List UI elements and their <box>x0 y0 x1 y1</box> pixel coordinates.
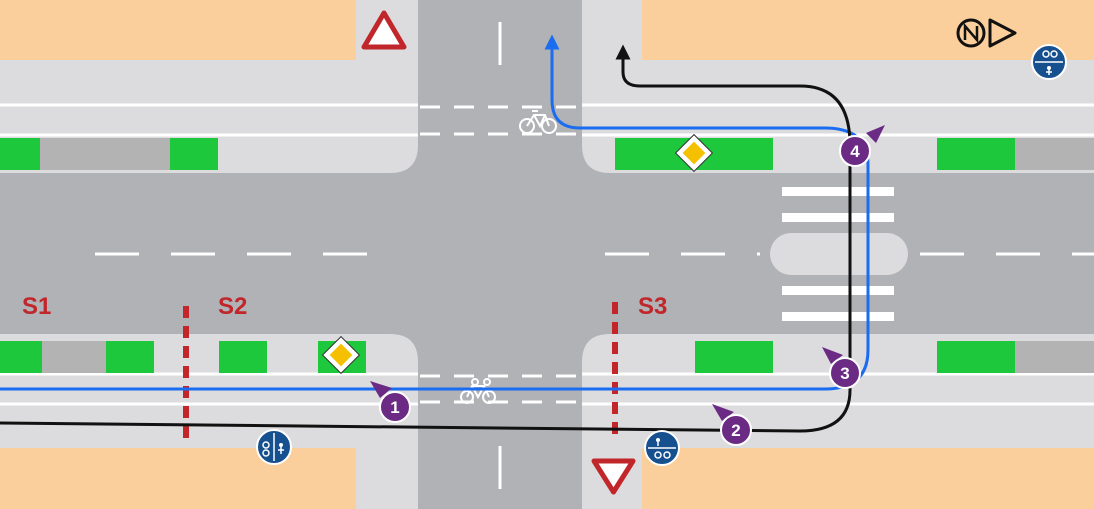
yield-sign-icon <box>591 458 636 495</box>
shared-bike-pedestrian-sign-icon <box>644 430 680 466</box>
yield-sign-icon <box>361 10 407 50</box>
marker-2: 2 <box>712 404 752 446</box>
marker-1: 1 <box>370 381 411 423</box>
marker-3: 3 <box>822 347 861 389</box>
section-label-s1: S1 <box>22 293 51 320</box>
route-black-vehicle <box>0 44 852 433</box>
marker-4: 4 <box>839 125 885 167</box>
bicycle-road-marking-icon <box>519 110 557 134</box>
section-label-s2: S2 <box>218 293 247 320</box>
building-bottom-right <box>642 448 1094 509</box>
lane-strips-top <box>0 138 1094 170</box>
zebra-crossing <box>782 187 894 321</box>
svg-text:2: 2 <box>731 421 740 440</box>
section-dividers <box>183 302 618 440</box>
svg-text:3: 3 <box>840 364 849 383</box>
curb-lines <box>0 103 1094 406</box>
building-top-right <box>642 0 1094 60</box>
building-top-left <box>0 0 356 60</box>
pedestrian-island <box>770 233 908 275</box>
svg-text:4: 4 <box>850 142 860 161</box>
bike-crossing-markings <box>420 105 580 404</box>
section-label-s3: S3 <box>638 293 667 320</box>
north-arrow-icon <box>956 18 1017 48</box>
shared-bike-pedestrian-sign-icon <box>1031 44 1067 80</box>
tandem-bicycle-road-marking-icon <box>460 378 496 404</box>
shared-bike-pedestrian-sign-icon <box>256 429 292 465</box>
priority-road-sign-icon <box>321 335 361 375</box>
building-bottom-left <box>0 448 356 509</box>
priority-road-sign-icon <box>674 133 714 173</box>
svg-text:1: 1 <box>390 398 399 417</box>
